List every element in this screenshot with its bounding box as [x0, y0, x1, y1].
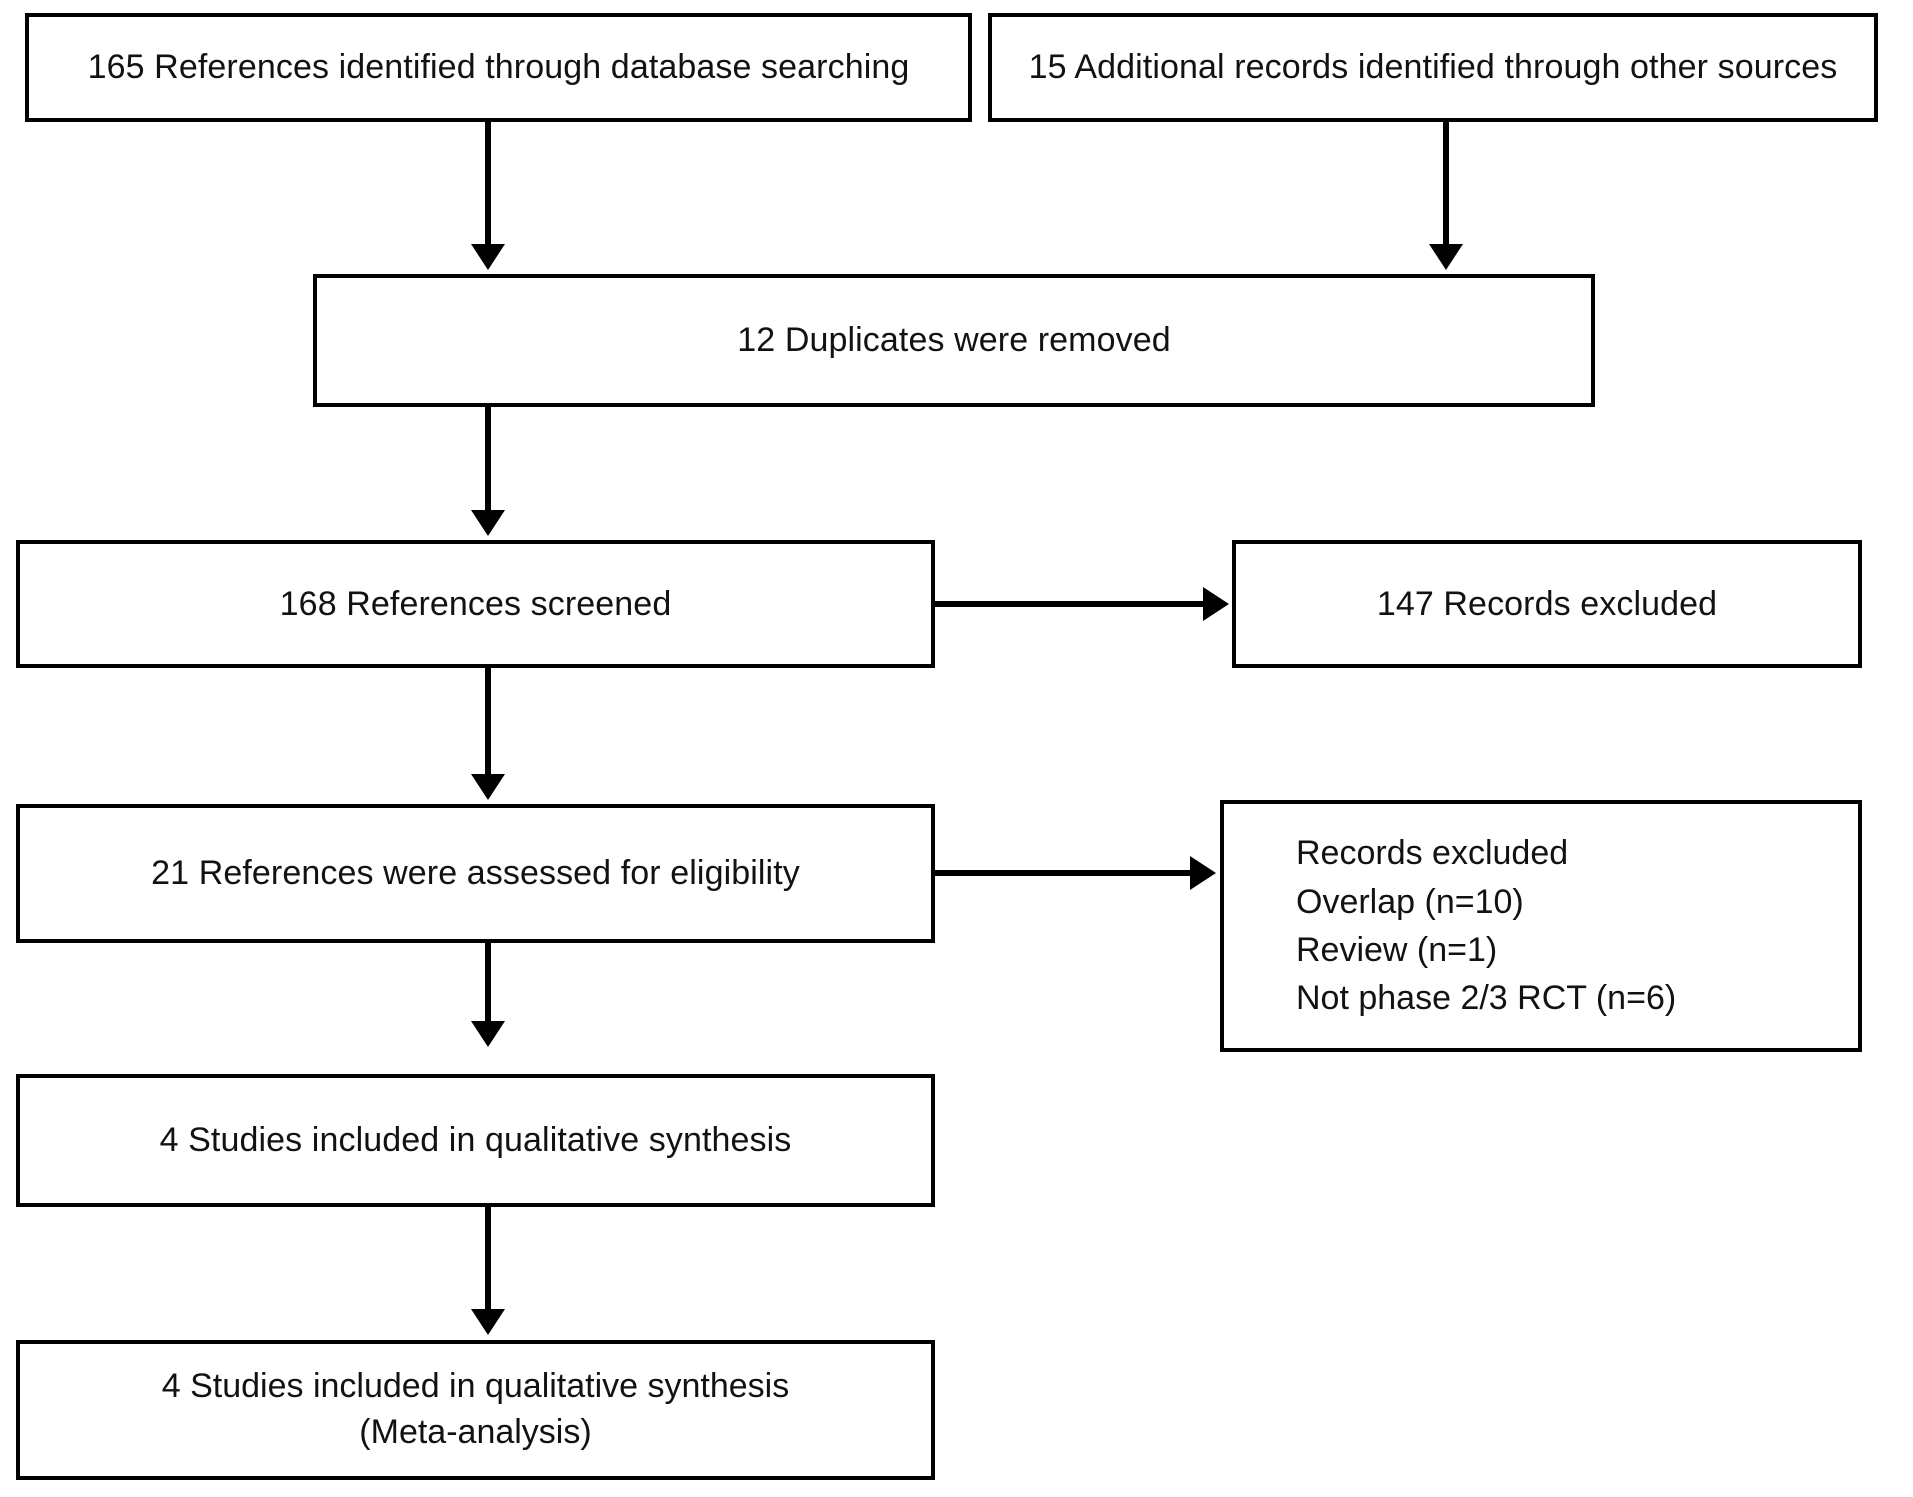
connector-database-to-duplicates-line — [485, 122, 491, 248]
node-references-screened-label: 168 References screened — [279, 584, 672, 623]
connector-database-to-duplicates-arrowhead — [471, 244, 505, 270]
node-meta-analysis-label: 4 Studies included in qualitative synthe… — [162, 1364, 790, 1455]
node-duplicates-removed-label: 12 Duplicates were removed — [737, 321, 1171, 360]
node-excluded-detail-lines: Records excluded Overlap (n=10) Review (… — [1224, 829, 1676, 1022]
node-records-excluded-label: 147 Records excluded — [1376, 584, 1718, 623]
node-qualitative-synthesis: 4 Studies included in qualitative synthe… — [16, 1074, 935, 1207]
connector-screened-to-eligibility-arrowhead — [471, 774, 505, 800]
connector-eligibility-to-qualitative-arrowhead — [471, 1021, 505, 1047]
excluded-detail-line-1: Records excluded — [1296, 834, 1569, 873]
node-excluded-detail: Records excluded Overlap (n=10) Review (… — [1220, 800, 1862, 1052]
node-database-searching-label: 165 References identified through databa… — [87, 48, 910, 87]
node-other-sources-label: 15 Additional records identified through… — [1028, 48, 1838, 87]
connector-eligibility-to-excluded-detail-arrowhead — [1190, 856, 1216, 890]
connector-eligibility-to-excluded-detail-line — [935, 870, 1193, 876]
node-assessed-eligibility-label: 21 References were assessed for eligibil… — [151, 854, 800, 893]
excluded-detail-line-2: Overlap (n=10) — [1296, 882, 1524, 921]
node-records-excluded: 147 Records excluded — [1232, 540, 1862, 668]
node-assessed-eligibility: 21 References were assessed for eligibil… — [16, 804, 935, 943]
connector-screened-to-eligibility-line — [485, 668, 491, 778]
connector-other-to-duplicates-arrowhead — [1429, 244, 1463, 270]
node-references-screened: 168 References screened — [16, 540, 935, 668]
connector-other-to-duplicates-line — [1443, 122, 1449, 248]
excluded-detail-line-4: Not phase 2/3 RCT (n=6) — [1296, 979, 1677, 1018]
connector-duplicates-to-screened-arrowhead — [471, 510, 505, 536]
node-qualitative-synthesis-label: 4 Studies included in qualitative synthe… — [159, 1121, 792, 1160]
node-other-sources: 15 Additional records identified through… — [988, 13, 1878, 122]
node-meta-analysis: 4 Studies included in qualitative synthe… — [16, 1340, 935, 1480]
meta-analysis-line-2: (Meta-analysis) — [359, 1413, 592, 1451]
connector-qualitative-to-meta-arrowhead — [471, 1309, 505, 1335]
meta-analysis-line-1: 4 Studies included in qualitative synthe… — [161, 1367, 790, 1406]
connector-screened-to-excluded-arrowhead — [1203, 587, 1229, 621]
node-duplicates-removed: 12 Duplicates were removed — [313, 274, 1595, 407]
connector-qualitative-to-meta-line — [485, 1207, 491, 1313]
node-database-searching: 165 References identified through databa… — [25, 13, 972, 122]
connector-duplicates-to-screened-line — [485, 407, 491, 514]
excluded-detail-line-3: Review (n=1) — [1296, 931, 1498, 969]
connector-eligibility-to-qualitative-line — [485, 943, 491, 1025]
connector-screened-to-excluded-line — [935, 601, 1207, 607]
